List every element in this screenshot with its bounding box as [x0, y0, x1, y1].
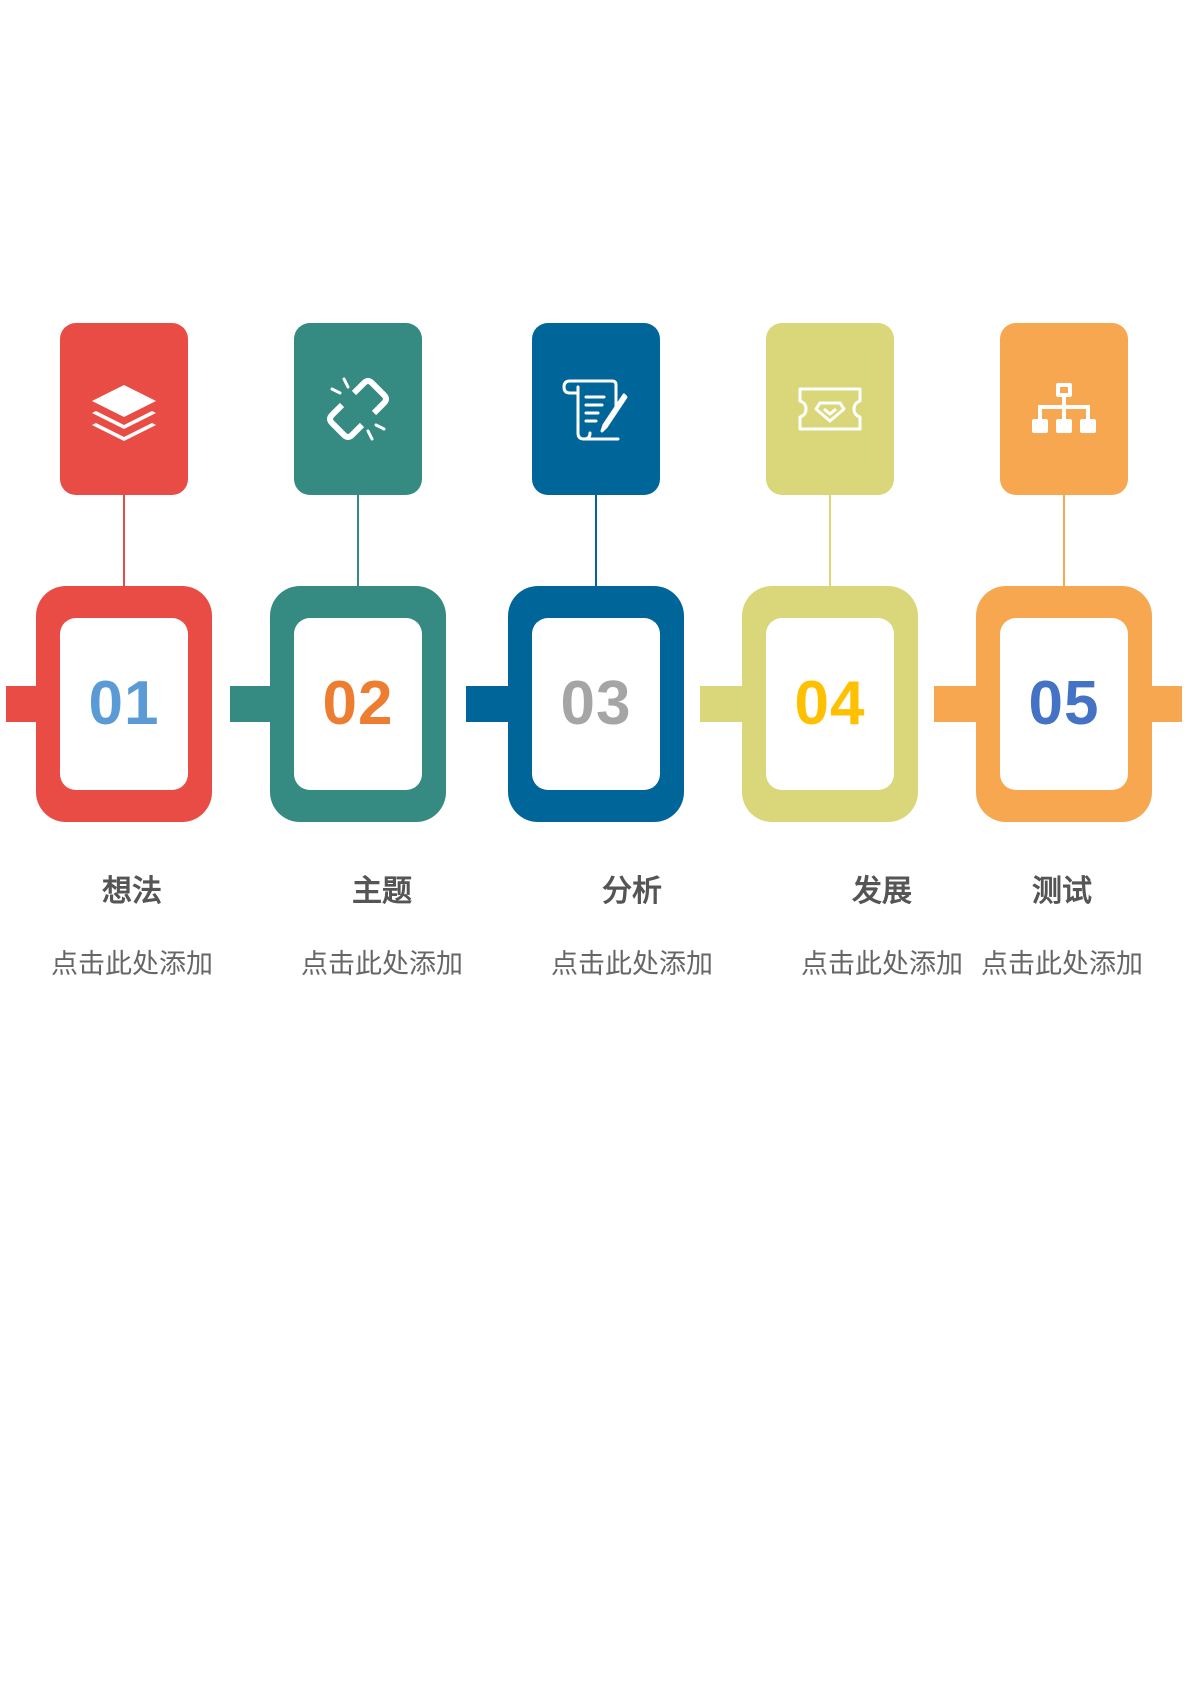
step-number: 05 [1028, 669, 1100, 738]
connector-line [829, 494, 831, 586]
step-title: 主题 [352, 874, 412, 909]
step-4-block: 04 [742, 586, 918, 822]
step-1-icon-tile [60, 323, 188, 495]
step-3-number-card: 03 [532, 618, 660, 790]
step-5-number-card: 05 [1000, 618, 1128, 790]
step-description[interactable]: 点击此处添加 [551, 949, 713, 980]
step-description[interactable]: 点击此处添加 [51, 949, 213, 980]
step-5-block: 05 [976, 586, 1152, 822]
step-1-block: 01 [36, 586, 212, 822]
step-5-icon-tile [1000, 323, 1128, 495]
step-number: 01 [88, 669, 160, 738]
layers-icon [92, 385, 156, 441]
step-number: 04 [794, 669, 866, 738]
step-number: 03 [560, 669, 632, 738]
step-title: 发展 [852, 874, 912, 909]
step-title: 分析 [602, 874, 662, 909]
sitemap-icon [1032, 383, 1096, 433]
step-title: 想法 [102, 874, 162, 909]
step-description[interactable]: 点击此处添加 [981, 949, 1143, 980]
connector-line [1063, 494, 1065, 586]
connector-line [595, 494, 597, 586]
broken-link-icon [327, 377, 389, 441]
step-4-icon-tile [766, 323, 894, 495]
scroll-document-icon [562, 379, 628, 441]
step-title: 测试 [1032, 874, 1092, 909]
ticket-diamond-icon [798, 387, 862, 431]
connector-line [123, 494, 125, 586]
step-2-block: 02 [270, 586, 446, 822]
step-description[interactable]: 点击此处添加 [301, 949, 463, 980]
connector-line [357, 494, 359, 586]
step-3-icon-tile [532, 323, 660, 495]
step-description[interactable]: 点击此处添加 [801, 949, 963, 980]
step-4-number-card: 04 [766, 618, 894, 790]
step-3-block: 03 [508, 586, 684, 822]
step-2-icon-tile [294, 323, 422, 495]
step-number: 02 [322, 669, 394, 738]
step-1-number-card: 01 [60, 618, 188, 790]
step-2-number-card: 02 [294, 618, 422, 790]
